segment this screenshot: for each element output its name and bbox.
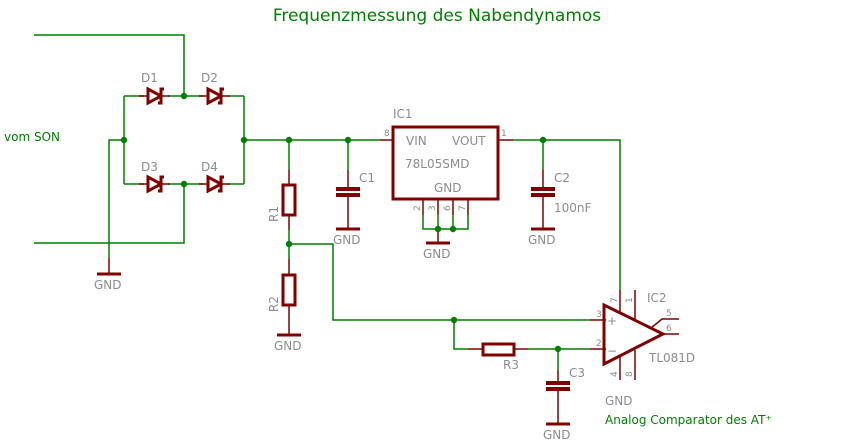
junction-dot	[539, 136, 547, 144]
junction-dot	[285, 240, 293, 248]
ic2-pin-num: 1	[625, 297, 635, 303]
capacitor-c2-label: C2	[554, 171, 570, 185]
ic1-pin-vout: VOUT	[452, 134, 486, 148]
ic1-pin-num: 2	[413, 205, 423, 211]
opamp-ic2: + − IC2 TL081D 3 2 7 1 4 8 GND 5 6	[596, 290, 695, 408]
gnd-label: GND	[528, 233, 556, 247]
diode-d4: D4	[199, 160, 230, 194]
gnd-label: GND	[543, 428, 571, 442]
gnd-label: GND	[274, 339, 302, 353]
voltage-divider: R1 GND R2	[267, 140, 606, 353]
junction-dot	[240, 136, 248, 144]
resistor-r3-label: R3	[503, 358, 519, 372]
ic2-pin-num: 7	[610, 297, 620, 303]
rc-filter: R3 GND C3	[453, 320, 606, 442]
gnd-label: GND	[423, 247, 451, 261]
ic1-pin-num: 1	[501, 129, 507, 139]
schematic-title: Frequenzmessung des Nabendynamos	[273, 6, 601, 26]
resistor-r2	[281, 273, 297, 307]
regulator-body	[391, 125, 500, 201]
ic1-pin-gnd: GND	[434, 181, 462, 195]
diode-d2: D2	[199, 71, 230, 106]
ic1-pin-num: 6	[443, 205, 453, 211]
ic1-pin-num: 7	[458, 205, 468, 211]
regulator-ic1: IC1 VIN VOUT 78L05SMD GND 8 1 2 3 6 7 GN…	[384, 107, 513, 261]
junction-dot	[450, 316, 458, 324]
ic2-part: TL081D	[648, 351, 695, 365]
ic2-pin-num: 8	[625, 371, 635, 377]
capacitor-c3-label: C3	[569, 366, 585, 380]
resistor-r3	[481, 342, 516, 357]
gnd-label: GND	[605, 394, 633, 408]
junction-dot	[434, 225, 442, 233]
input-wire-top	[34, 34, 185, 96]
input-wires	[34, 34, 185, 244]
junction-dot	[285, 136, 293, 144]
junction-dot	[180, 180, 188, 188]
diode-d2-label: D2	[201, 71, 218, 85]
junction-dot	[120, 136, 128, 144]
ic2-pin-num: 2	[596, 339, 602, 349]
input-label: vom SON	[4, 130, 60, 144]
output-rail	[513, 139, 621, 290]
gnd-label: GND	[94, 278, 122, 292]
diode-d1-label: D1	[141, 71, 158, 85]
junctions	[120, 92, 562, 353]
diode-d4-label: D4	[201, 160, 218, 174]
junction-dot	[554, 345, 562, 353]
resistor-r1	[281, 183, 297, 217]
output-label: Analog Comparator des AT⁺	[605, 413, 772, 427]
ic2-name: IC2	[647, 291, 667, 305]
gnd-label: GND	[333, 233, 361, 247]
ic2-pin-num: 5	[666, 309, 672, 319]
junction-dot	[180, 92, 188, 100]
opamp-body	[602, 302, 667, 367]
diode-d3: D3	[139, 160, 170, 194]
ic1-pin-num: 8	[384, 129, 390, 139]
ic1-pin-num: 3	[428, 205, 438, 211]
opamp-plus: +	[607, 314, 617, 328]
bridge-rectifier: GND D1 D2 D3	[94, 71, 245, 292]
capacitor-c2-value: 100nF	[554, 201, 592, 215]
input-wire-bottom	[34, 184, 185, 244]
ic2-pin-num: 4	[610, 371, 620, 377]
diode-d3-label: D3	[141, 160, 158, 174]
capacitor-c1: GND C1	[333, 140, 375, 247]
resistor-r1-label: R1	[267, 206, 281, 222]
capacitor-c2: GND C2 100nF	[528, 140, 592, 247]
junction-dot	[449, 225, 457, 233]
opamp-minus: −	[607, 344, 617, 358]
ic2-pin-num: 6	[666, 324, 672, 334]
ic1-part: 78L05SMD	[405, 157, 469, 171]
junction-dot	[344, 136, 352, 144]
resistor-r2-label: R2	[267, 296, 281, 312]
ic2-pin-num: 3	[596, 310, 602, 320]
diode-d1: D1	[139, 71, 170, 106]
ic1-name: IC1	[393, 107, 413, 121]
ic1-pin-vin: VIN	[406, 134, 427, 148]
capacitor-c1-label: C1	[359, 171, 375, 185]
